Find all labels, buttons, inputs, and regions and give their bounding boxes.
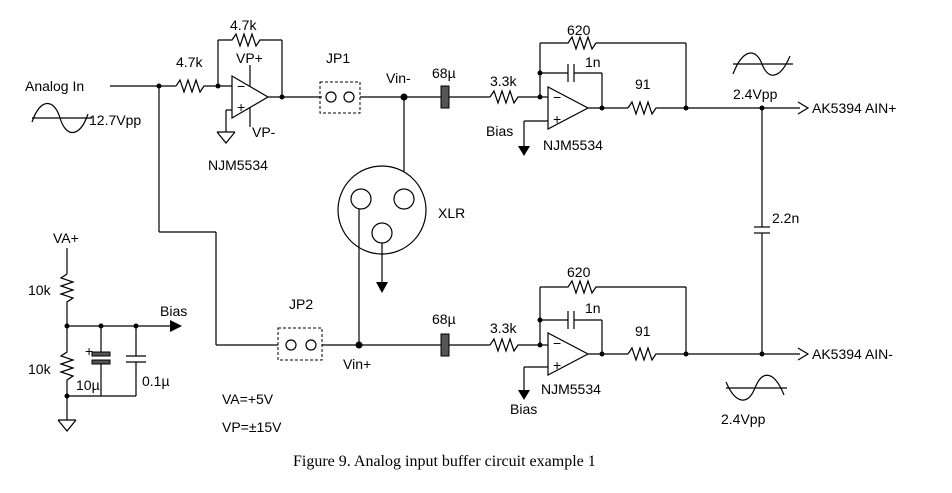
lower-opamp-label: NJM5534 [541,381,601,397]
jp1-label: JP1 [326,50,350,66]
lower-r-in [489,337,548,353]
lower-r-out [627,346,800,362]
r-top-label: 10k [28,282,52,298]
lower-amplitude-label: 2.4Vpp [721,411,766,427]
xlr-pin2 [393,188,415,210]
jp2-box [277,327,323,361]
lower-r-fb-label: 620 [567,264,591,280]
input-opamp-label: NJM5534 [208,157,268,173]
r-top-resistor [59,273,75,326]
lower-opamp-minus: − [553,335,561,351]
buffer-out-junction [279,94,285,100]
lower-out-junction [599,351,605,357]
film-cap-label: 0.1µ [142,373,170,389]
r-feedback-label: 4.7k [230,17,257,33]
fb-junction [215,83,221,89]
lower-cfb-junction [537,317,543,323]
lower-bias-label: Bias [510,401,537,417]
jp2-pin-b [305,339,317,351]
upper-out-junction [599,105,605,111]
upper-out2-junction [683,105,689,111]
xlr-pin1 [371,222,393,244]
opamp-plus-sign: + [237,99,245,115]
xlr-pin3 [350,188,372,210]
upper-r-out-label: 91 [635,76,651,92]
upper-r-out [627,100,800,116]
jp2-label: JP2 [289,296,313,312]
upper-bias-label: Bias [486,123,513,139]
lower-output-arrow-icon [797,347,810,361]
ground-icon [216,131,236,144]
vin-minus-label: Vin- [386,70,411,86]
bias-out-arrow-icon [170,320,182,332]
note-vp: VP=±15V [222,419,282,435]
lower-opamp-symbol [547,332,590,376]
diff-capacitor: 2.2n [754,108,799,353]
analog-in-label: Analog In [25,78,84,94]
lower-r-fb [540,279,686,295]
xlr-gnd-arrow-icon [376,282,388,293]
upper-cfb-junction [537,70,543,76]
upper-opamp-label: NJM5534 [543,137,603,153]
bias-ground-icon [57,419,77,432]
lower-bias-arrow-icon [518,390,530,400]
input-opamp-symbol [231,74,270,120]
upper-r-fb-label: 620 [567,22,591,38]
elec-cap-label: 10µ [76,377,100,393]
lower-opamp-plus: + [553,357,561,373]
upper-bias-arrow-icon [518,146,530,156]
bias-network: VA+ 10k Bias 10k + 10µ 0.1µ [28,230,187,432]
figure-caption: Figure 9. Analog input buffer circuit ex… [293,453,596,470]
r-bottom-resistor [59,326,75,396]
lower-c-fb-label: 1n [585,300,601,316]
input-amplitude-label: 12.7Vpp [89,112,141,128]
upper-c-fb-label: 1n [585,54,601,70]
lower-diffcap-junction [759,351,765,357]
r-feedback-resistor [218,32,282,48]
upper-amplitude-label: 2.4Vpp [733,86,778,102]
lower-coupling-cap [440,333,450,357]
vin-plus-label: Vin+ [343,356,371,372]
r-bottom-label: 10k [28,361,52,377]
va-plus-label: VA+ [53,230,79,246]
upper-output-arrow-icon [797,101,810,115]
jp2-jumper: JP2 [277,296,323,361]
r-input-resistor [175,78,210,94]
upper-r-in-label: 3.3k [490,73,517,89]
lower-out2-junction [683,351,689,357]
upper-r-in [489,89,548,105]
upper-r-fb [540,35,686,51]
jp1-pin-a [325,91,337,103]
bias-out-label: Bias [160,303,187,319]
elec-cap-plate-b [91,359,111,365]
lower-r-in-label: 3.3k [490,320,517,336]
elec-cap-plate-a [91,351,111,357]
jp1-jumper: JP1 [319,50,361,114]
vp-plus-label: VP+ [236,50,263,66]
upper-coupling-cap [440,85,450,109]
lower-cap-label: 68µ [432,311,456,327]
elec-cap-plus: + [85,343,93,359]
xlr-connector: XLR [337,165,465,293]
input-section: Analog In 12.7Vpp 4.7k 4.7k − + VP+ VP- … [25,17,322,173]
lower-output-label: AK5394 AIN- [812,346,893,362]
upper-opamp-symbol [547,86,590,130]
r-input-label: 4.7k [176,54,203,70]
vp-minus-label: VP- [252,124,276,140]
lower-r-out-label: 91 [635,323,651,339]
upper-opamp-plus: + [553,111,561,127]
upper-opamp-minus: − [553,89,561,105]
upper-channel: 68µ 3.3k 620 1n − + Bias NJM5534 91 AK53… [432,22,896,156]
jp2-pin-a [285,339,297,351]
upper-output-label: AK5394 AIN+ [812,100,896,116]
lower-channel: 68µ 3.3k 620 1n − + Bias NJM5534 91 AK53… [432,264,893,427]
opamp-minus-sign: − [237,78,245,94]
upper-cap-label: 68µ [432,65,456,81]
jp1-pin-b [343,91,355,103]
note-va: VA=+5V [222,391,274,407]
diffcap-label: 2.2n [772,210,799,226]
xlr-label: XLR [438,205,465,221]
